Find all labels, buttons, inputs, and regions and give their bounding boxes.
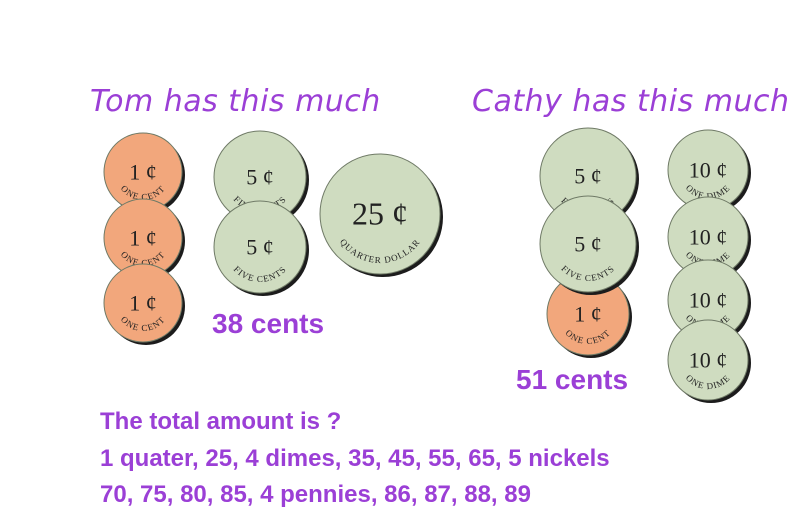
penny-coin: 1 ¢ONE CENT (546, 272, 632, 358)
tom-amount: 38 cents (212, 308, 325, 339)
penny-coin: 1 ¢ONE CENT (103, 263, 185, 345)
penny-coin: 1 ¢ONE CENT (103, 132, 185, 214)
svg-text:5 ¢: 5 ¢ (246, 234, 274, 259)
counting-line-2: 70, 75, 80, 85, 4 pennies, 86, 87, 88, 8… (100, 481, 531, 508)
dime-coin: 10 ¢ONE DIME (667, 259, 751, 343)
cathy-amount: 51 cents (516, 364, 629, 395)
counting-line-1: 1 quater, 25, 4 dimes, 35, 45, 55, 65, 5… (100, 445, 610, 472)
svg-text:10 ¢: 10 ¢ (689, 287, 728, 312)
tom-heading: Tom has this much (90, 84, 381, 119)
svg-text:1 ¢: 1 ¢ (129, 290, 157, 315)
svg-text:25 ¢: 25 ¢ (352, 196, 408, 232)
dime-coin: 10 ¢ONE DIME (667, 319, 751, 403)
svg-text:10 ¢: 10 ¢ (689, 347, 728, 372)
quarter-coin: 25 ¢QUARTER DOLLAR (319, 153, 443, 277)
nickel-coin: 5 ¢FIVE CENTS (213, 130, 309, 226)
cathy-heading: Cathy has this much (472, 84, 790, 119)
svg-text:5 ¢: 5 ¢ (574, 163, 602, 188)
svg-text:10 ¢: 10 ¢ (689, 157, 728, 182)
svg-text:1 ¢: 1 ¢ (129, 225, 157, 250)
svg-text:5 ¢: 5 ¢ (574, 231, 602, 256)
svg-text:10 ¢: 10 ¢ (689, 224, 728, 249)
dime-coin: 10 ¢ONE DIME (667, 196, 751, 280)
nickel-coin: 5 ¢FIVE CENTS (213, 200, 309, 296)
dime-coin: 10 ¢ONE DIME (667, 129, 751, 213)
nickel-coin: 5 ¢FIVE CENTS (539, 195, 639, 295)
svg-text:1 ¢: 1 ¢ (129, 159, 157, 184)
penny-coin: 1 ¢ONE CENT (103, 198, 185, 280)
svg-text:1 ¢: 1 ¢ (574, 301, 602, 326)
svg-text:5 ¢: 5 ¢ (246, 164, 274, 189)
total-question: The total amount is ? (100, 408, 342, 435)
